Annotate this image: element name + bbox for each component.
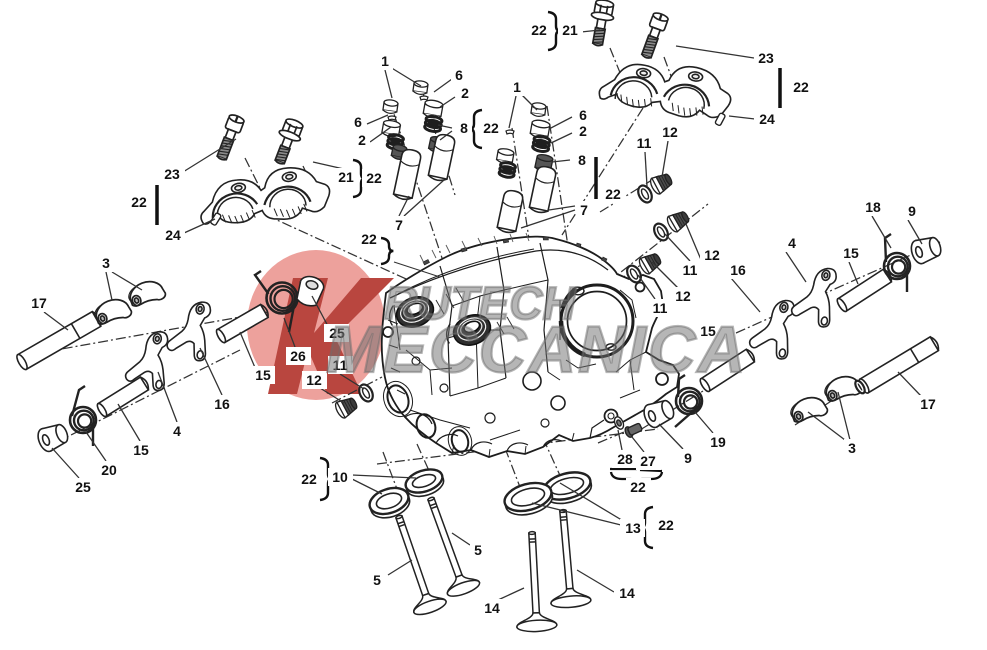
svg-text:17: 17 [31, 295, 47, 311]
svg-text:7: 7 [395, 217, 403, 233]
svg-text:12: 12 [675, 288, 691, 304]
svg-text:12: 12 [306, 372, 322, 388]
svg-text:22: 22 [483, 120, 499, 136]
svg-text:4: 4 [173, 423, 181, 439]
svg-text:3: 3 [848, 440, 856, 456]
svg-text:2: 2 [579, 123, 587, 139]
svg-text:5: 5 [373, 572, 381, 588]
svg-text:1: 1 [381, 53, 389, 69]
svg-text:5: 5 [474, 542, 482, 558]
svg-text:19: 19 [710, 434, 726, 450]
svg-text:RUTECH: RUTECH [384, 277, 576, 329]
svg-text:16: 16 [730, 262, 746, 278]
svg-text:22: 22 [131, 194, 147, 210]
svg-text:17: 17 [920, 396, 936, 412]
svg-text:21: 21 [562, 22, 578, 38]
svg-text:13: 13 [625, 520, 641, 536]
svg-text:22: 22 [605, 186, 621, 202]
svg-text:15: 15 [843, 245, 859, 261]
svg-text:22: 22 [531, 22, 547, 38]
svg-text:27: 27 [640, 453, 656, 469]
svg-text:12: 12 [662, 124, 678, 140]
svg-text:11: 11 [683, 262, 698, 278]
svg-text:22: 22 [658, 517, 674, 533]
svg-text:12: 12 [704, 247, 720, 263]
svg-text:22: 22 [793, 79, 809, 95]
svg-text:25: 25 [329, 325, 345, 341]
svg-text:2: 2 [358, 132, 366, 148]
svg-text:9: 9 [908, 203, 916, 219]
svg-text:23: 23 [758, 50, 774, 66]
svg-text:22: 22 [361, 231, 377, 247]
svg-text:11: 11 [653, 300, 668, 316]
svg-text:11: 11 [333, 357, 348, 373]
svg-text:7: 7 [580, 202, 588, 218]
svg-text:14: 14 [619, 585, 635, 601]
svg-text:20: 20 [101, 462, 117, 478]
svg-text:22: 22 [366, 170, 382, 186]
svg-text:6: 6 [455, 67, 463, 83]
svg-text:21: 21 [338, 169, 354, 185]
svg-text:23: 23 [164, 166, 180, 182]
svg-text:11: 11 [637, 135, 652, 151]
svg-text:8: 8 [578, 152, 586, 168]
svg-text:15: 15 [700, 323, 716, 339]
svg-text:15: 15 [133, 442, 149, 458]
svg-text:18: 18 [865, 199, 881, 215]
svg-text:24: 24 [759, 111, 775, 127]
svg-text:14: 14 [484, 600, 500, 616]
svg-text:15: 15 [255, 367, 271, 383]
svg-text:6: 6 [354, 114, 362, 130]
svg-text:3: 3 [102, 255, 110, 271]
svg-text:MECCANICA: MECCANICA [326, 312, 747, 386]
svg-text:4: 4 [788, 235, 796, 251]
svg-text:22: 22 [301, 471, 317, 487]
svg-text:8: 8 [460, 120, 468, 136]
svg-text:16: 16 [214, 396, 230, 412]
svg-text:24: 24 [165, 227, 181, 243]
svg-text:2: 2 [461, 85, 469, 101]
svg-text:22: 22 [630, 479, 646, 495]
svg-text:25: 25 [75, 479, 91, 495]
svg-text:6: 6 [579, 107, 587, 123]
svg-text:1: 1 [513, 79, 521, 95]
svg-text:9: 9 [684, 450, 692, 466]
svg-text:10: 10 [332, 469, 348, 485]
svg-text:26: 26 [290, 348, 306, 364]
svg-text:28: 28 [617, 451, 633, 467]
